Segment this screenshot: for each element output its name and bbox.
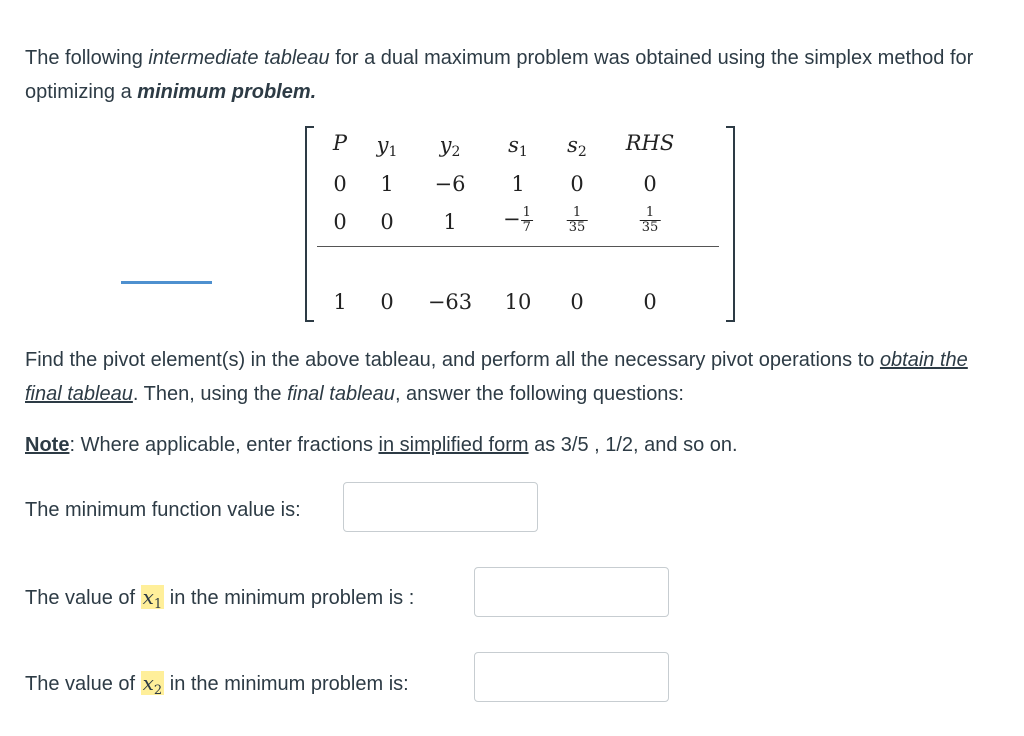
x2-value-input[interactable] xyxy=(474,652,669,702)
note-text: as 3/5 , 1/2, and so on. xyxy=(528,434,738,456)
note-underlined: in simplified form xyxy=(378,434,529,456)
instructions-text: , answer the following questions: xyxy=(394,383,684,405)
min-value-input[interactable] xyxy=(343,482,538,532)
left-bracket xyxy=(305,126,314,322)
question-x1: The value of x1 in the minimum problem i… xyxy=(25,585,415,612)
note-label: Note xyxy=(25,434,70,456)
intro-paragraph: The following intermediate tableau for a… xyxy=(25,41,1000,109)
question-min-value: The minimum function value is: xyxy=(25,499,301,521)
header-s1: s1 xyxy=(508,133,528,160)
header-y2: y2 xyxy=(439,133,461,160)
note-text: : Where applicable, enter fractions xyxy=(69,434,379,456)
cell-r2-c1: 0 xyxy=(333,210,347,234)
cell-r3-c1: 1 xyxy=(333,290,347,314)
x1-value-input[interactable] xyxy=(474,567,669,617)
decorative-line xyxy=(121,281,212,284)
instructions-emphasis: final tableau xyxy=(287,383,395,405)
instructions-text: Find the pivot element(s) in the above t… xyxy=(25,349,880,371)
x1-variable: x1 xyxy=(140,585,165,612)
intro-text: for a dual maximum problem was obtained … xyxy=(25,47,974,103)
cell-r1-c4: 1 xyxy=(511,172,525,196)
cell-r2-c3: 1 xyxy=(443,210,457,234)
x2-variable: x2 xyxy=(140,671,165,698)
cell-r3-c6: 0 xyxy=(643,290,657,314)
cell-r3-c2: 0 xyxy=(380,290,394,314)
header-P: P xyxy=(332,131,348,155)
cell-r1-c6: 0 xyxy=(643,172,657,196)
right-bracket xyxy=(726,126,735,322)
intro-emphasis: intermediate tableau xyxy=(148,47,330,69)
instructions-paragraph: Find the pivot element(s) in the above t… xyxy=(25,343,1010,411)
instructions-text: . Then, using the xyxy=(132,383,288,405)
header-s2: s2 xyxy=(567,133,587,160)
cell-r1-c5: 0 xyxy=(570,172,584,196)
header-y1: y1 xyxy=(376,133,398,160)
cell-r3-c5: 0 xyxy=(570,290,584,314)
cell-r3-c3: −63 xyxy=(427,290,473,314)
note-paragraph: Note: Where applicable, enter fractions … xyxy=(25,428,1010,462)
instructions-underlined: obtain the final tableau xyxy=(25,349,968,405)
cell-r1-c1: 0 xyxy=(333,172,347,196)
objective-divider xyxy=(317,246,719,247)
cell-r3-c4: 10 xyxy=(504,290,532,314)
cell-r1-c2: 1 xyxy=(380,172,394,196)
intro-text: The following xyxy=(25,47,149,69)
intro-bold: minimum problem. xyxy=(137,81,317,103)
question-x2: The value of x2 in the minimum problem i… xyxy=(25,671,409,698)
header-rhs: RHS xyxy=(625,131,675,155)
cell-r1-c3: −6 xyxy=(434,172,466,196)
cell-r2-c2: 0 xyxy=(380,210,394,234)
